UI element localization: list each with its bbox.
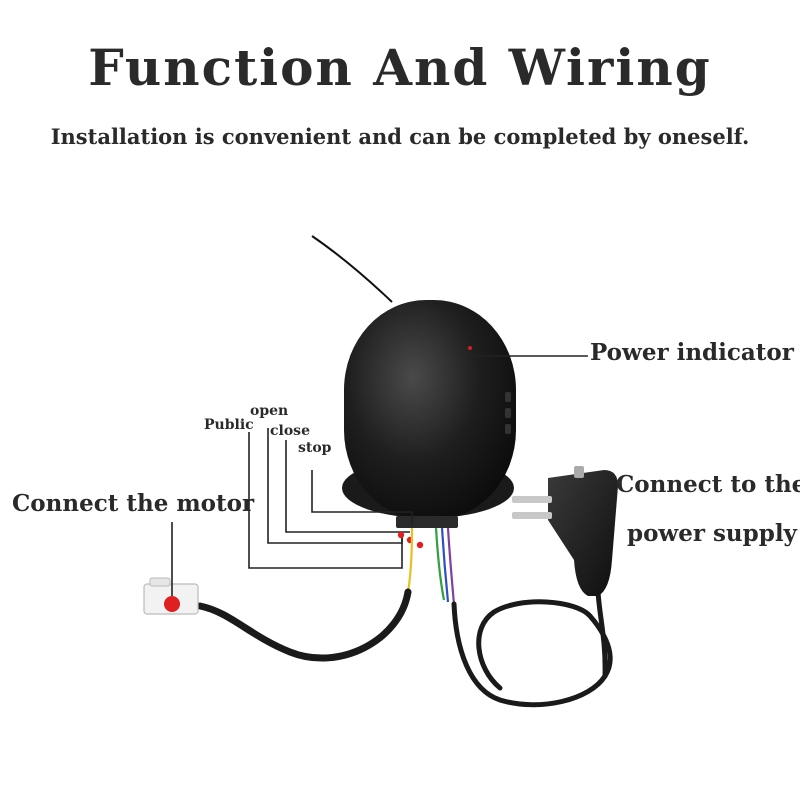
connect-motor-label: Connect the motor — [12, 490, 255, 517]
stop-wire-label: stop — [298, 440, 332, 456]
stop-callout-line — [311, 470, 413, 526]
plug-earth-clip — [574, 466, 584, 478]
antenna-wire — [311, 235, 393, 303]
power-cable-upper — [595, 589, 608, 679]
side-button-bottom — [505, 424, 511, 434]
plug-pin-top — [512, 496, 552, 503]
public-callout-line — [248, 432, 403, 569]
wire-green — [434, 527, 446, 601]
motor-connector-latch — [149, 577, 171, 587]
wire-purple — [446, 527, 456, 605]
terminal-marker-3 — [416, 541, 424, 549]
public-wire-label: Public — [204, 417, 254, 433]
wire-yellow — [406, 527, 414, 593]
power-supply-label-line1: Connect to the — [616, 471, 800, 498]
wire-blue — [440, 527, 450, 603]
controller-body — [344, 300, 516, 520]
power-indicator-dot — [468, 346, 472, 350]
power-plug-body — [548, 470, 618, 596]
motor-cable — [196, 588, 412, 662]
power-cable — [451, 599, 613, 708]
side-button-middle — [505, 408, 511, 418]
open-wire-label: open — [250, 403, 289, 419]
close-callout-line — [285, 440, 410, 533]
diagram-title: Function And Wiring — [88, 38, 712, 97]
diagram-subtitle: Installation is convenient and can be co… — [50, 124, 750, 149]
plug-pin-bottom — [512, 512, 552, 519]
power-supply-label-line2: power supply — [627, 520, 797, 547]
terminal-marker-1 — [397, 531, 405, 539]
terminal-block — [396, 516, 458, 528]
close-wire-label: close — [270, 423, 310, 439]
side-button-top — [505, 392, 511, 402]
power-indicator-label: Power indicator — [590, 339, 794, 366]
motor-connector-marker — [164, 596, 180, 612]
